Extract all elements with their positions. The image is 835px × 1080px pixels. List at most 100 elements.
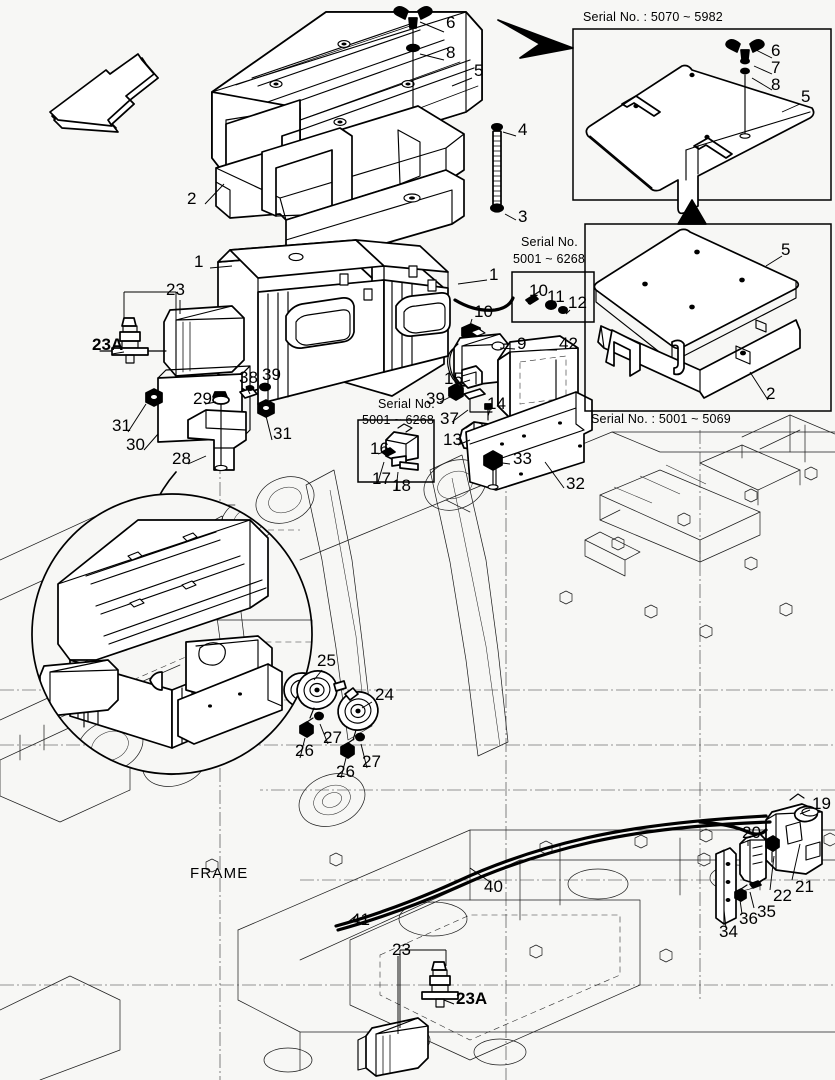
- horn-assembly: [296, 670, 379, 759]
- callout-13: 13: [443, 430, 462, 449]
- callout-32: 32: [566, 474, 585, 493]
- leader-line: [469, 867, 491, 883]
- callout-1: 1: [489, 265, 499, 284]
- frame-label: FRAME: [190, 865, 249, 882]
- callout-36: 36: [739, 909, 758, 928]
- inset-caption-relay-line2: 5001 ~ 6268: [513, 252, 586, 266]
- callout-5: 5: [474, 61, 484, 80]
- callout-25: 25: [317, 651, 336, 670]
- leader-line: [791, 843, 801, 881]
- callout-17: 17: [372, 469, 391, 488]
- leader-line: [245, 385, 251, 395]
- inset-caption-switch-line2: 5001 ~ 6268: [362, 413, 435, 427]
- washer-tank-group: [697, 793, 823, 925]
- leader-line: [204, 401, 217, 405]
- nut-31-left: [145, 388, 163, 407]
- leader-line: [487, 409, 491, 417]
- leader-line: [377, 449, 391, 455]
- callout-23A: 23A: [92, 335, 124, 354]
- callout-12: 12: [568, 293, 587, 312]
- leader-line: [749, 891, 755, 909]
- leader-line: [765, 255, 783, 267]
- callout-14: 14: [487, 394, 506, 413]
- leader-line: [443, 999, 455, 1005]
- callout-26: 26: [295, 741, 314, 760]
- connector-15: [461, 365, 483, 389]
- callout-22: 22: [773, 886, 792, 905]
- bulb-23a-lower: [421, 961, 459, 1008]
- callout-4: 4: [518, 120, 528, 139]
- callout-26: 26: [336, 762, 355, 781]
- leader-line: [527, 299, 534, 305]
- callout-15: 15: [444, 369, 463, 388]
- callout-16: 16: [370, 439, 389, 458]
- callout-5: 5: [781, 240, 791, 259]
- leader-line: [467, 318, 473, 333]
- leader-line: [187, 455, 207, 465]
- bolt-26-right: [340, 738, 355, 759]
- leader-line: [299, 737, 306, 759]
- front-direction-arrow: [49, 53, 159, 133]
- inset-caption-top-right: Serial No. : 5070 ~ 5982: [583, 10, 723, 24]
- leader-line: [755, 49, 773, 59]
- inset-caption-relay-line1: Serial No.: [521, 235, 578, 249]
- callout-41: 41: [351, 910, 370, 929]
- leader-line: [504, 213, 517, 221]
- callout-33: 33: [513, 449, 532, 468]
- nut-31-right: [257, 399, 275, 418]
- leader-line: [457, 439, 471, 446]
- leader-line: [395, 471, 399, 491]
- leader-line: [565, 309, 571, 315]
- leader-line: [799, 809, 811, 815]
- callout-29: 29: [193, 389, 212, 408]
- leader-line: [361, 701, 373, 709]
- callout-21: 21: [795, 877, 814, 896]
- inset-switch-hardware: [357, 419, 435, 483]
- leader-line: [502, 131, 517, 137]
- leader-line: [451, 77, 473, 87]
- callout-10: 10: [529, 281, 548, 300]
- leader-line: [499, 347, 516, 350]
- callout-6: 6: [771, 41, 781, 60]
- callout-30: 30: [126, 435, 145, 454]
- callout-3: 3: [518, 207, 528, 226]
- callout-27: 27: [362, 752, 381, 771]
- callout-39: 39: [262, 365, 281, 384]
- leader-line: [751, 77, 773, 91]
- leader-line: [209, 265, 233, 269]
- wing-nut-6: [393, 6, 433, 45]
- callout-20: 20: [742, 823, 761, 842]
- leader-line: [451, 409, 469, 423]
- leader-line: [419, 53, 445, 61]
- callout-38: 38: [239, 368, 258, 387]
- leader-line: [111, 351, 125, 355]
- callout-34: 34: [719, 922, 738, 941]
- callout-35: 35: [757, 902, 776, 921]
- leader-line: [739, 899, 743, 915]
- callout-37: 37: [440, 409, 459, 428]
- callout-40: 40: [484, 877, 503, 896]
- leader-line: [753, 65, 773, 75]
- callout-9: 9: [517, 334, 527, 353]
- lamp-and-bracket-group: [99, 305, 275, 517]
- callout-27: 27: [323, 728, 342, 747]
- leader-line: [143, 433, 159, 451]
- bolt-29: [212, 391, 230, 472]
- horn-24: [337, 687, 379, 741]
- callout-11: 11: [547, 287, 565, 306]
- callout-42: 42: [559, 334, 578, 353]
- leader-line: [319, 723, 329, 745]
- leader-line: [457, 379, 471, 385]
- inset-wing-nut-6: [725, 39, 765, 60]
- leader-line: [313, 669, 323, 681]
- leader-line: [723, 909, 727, 929]
- callout-2: 2: [766, 384, 776, 403]
- leader-line: [439, 395, 453, 403]
- callout-6: 6: [446, 13, 456, 32]
- leader-line: [204, 183, 225, 205]
- callout-31: 31: [273, 424, 292, 443]
- callout-28: 28: [172, 449, 191, 468]
- leader-line: [347, 913, 359, 923]
